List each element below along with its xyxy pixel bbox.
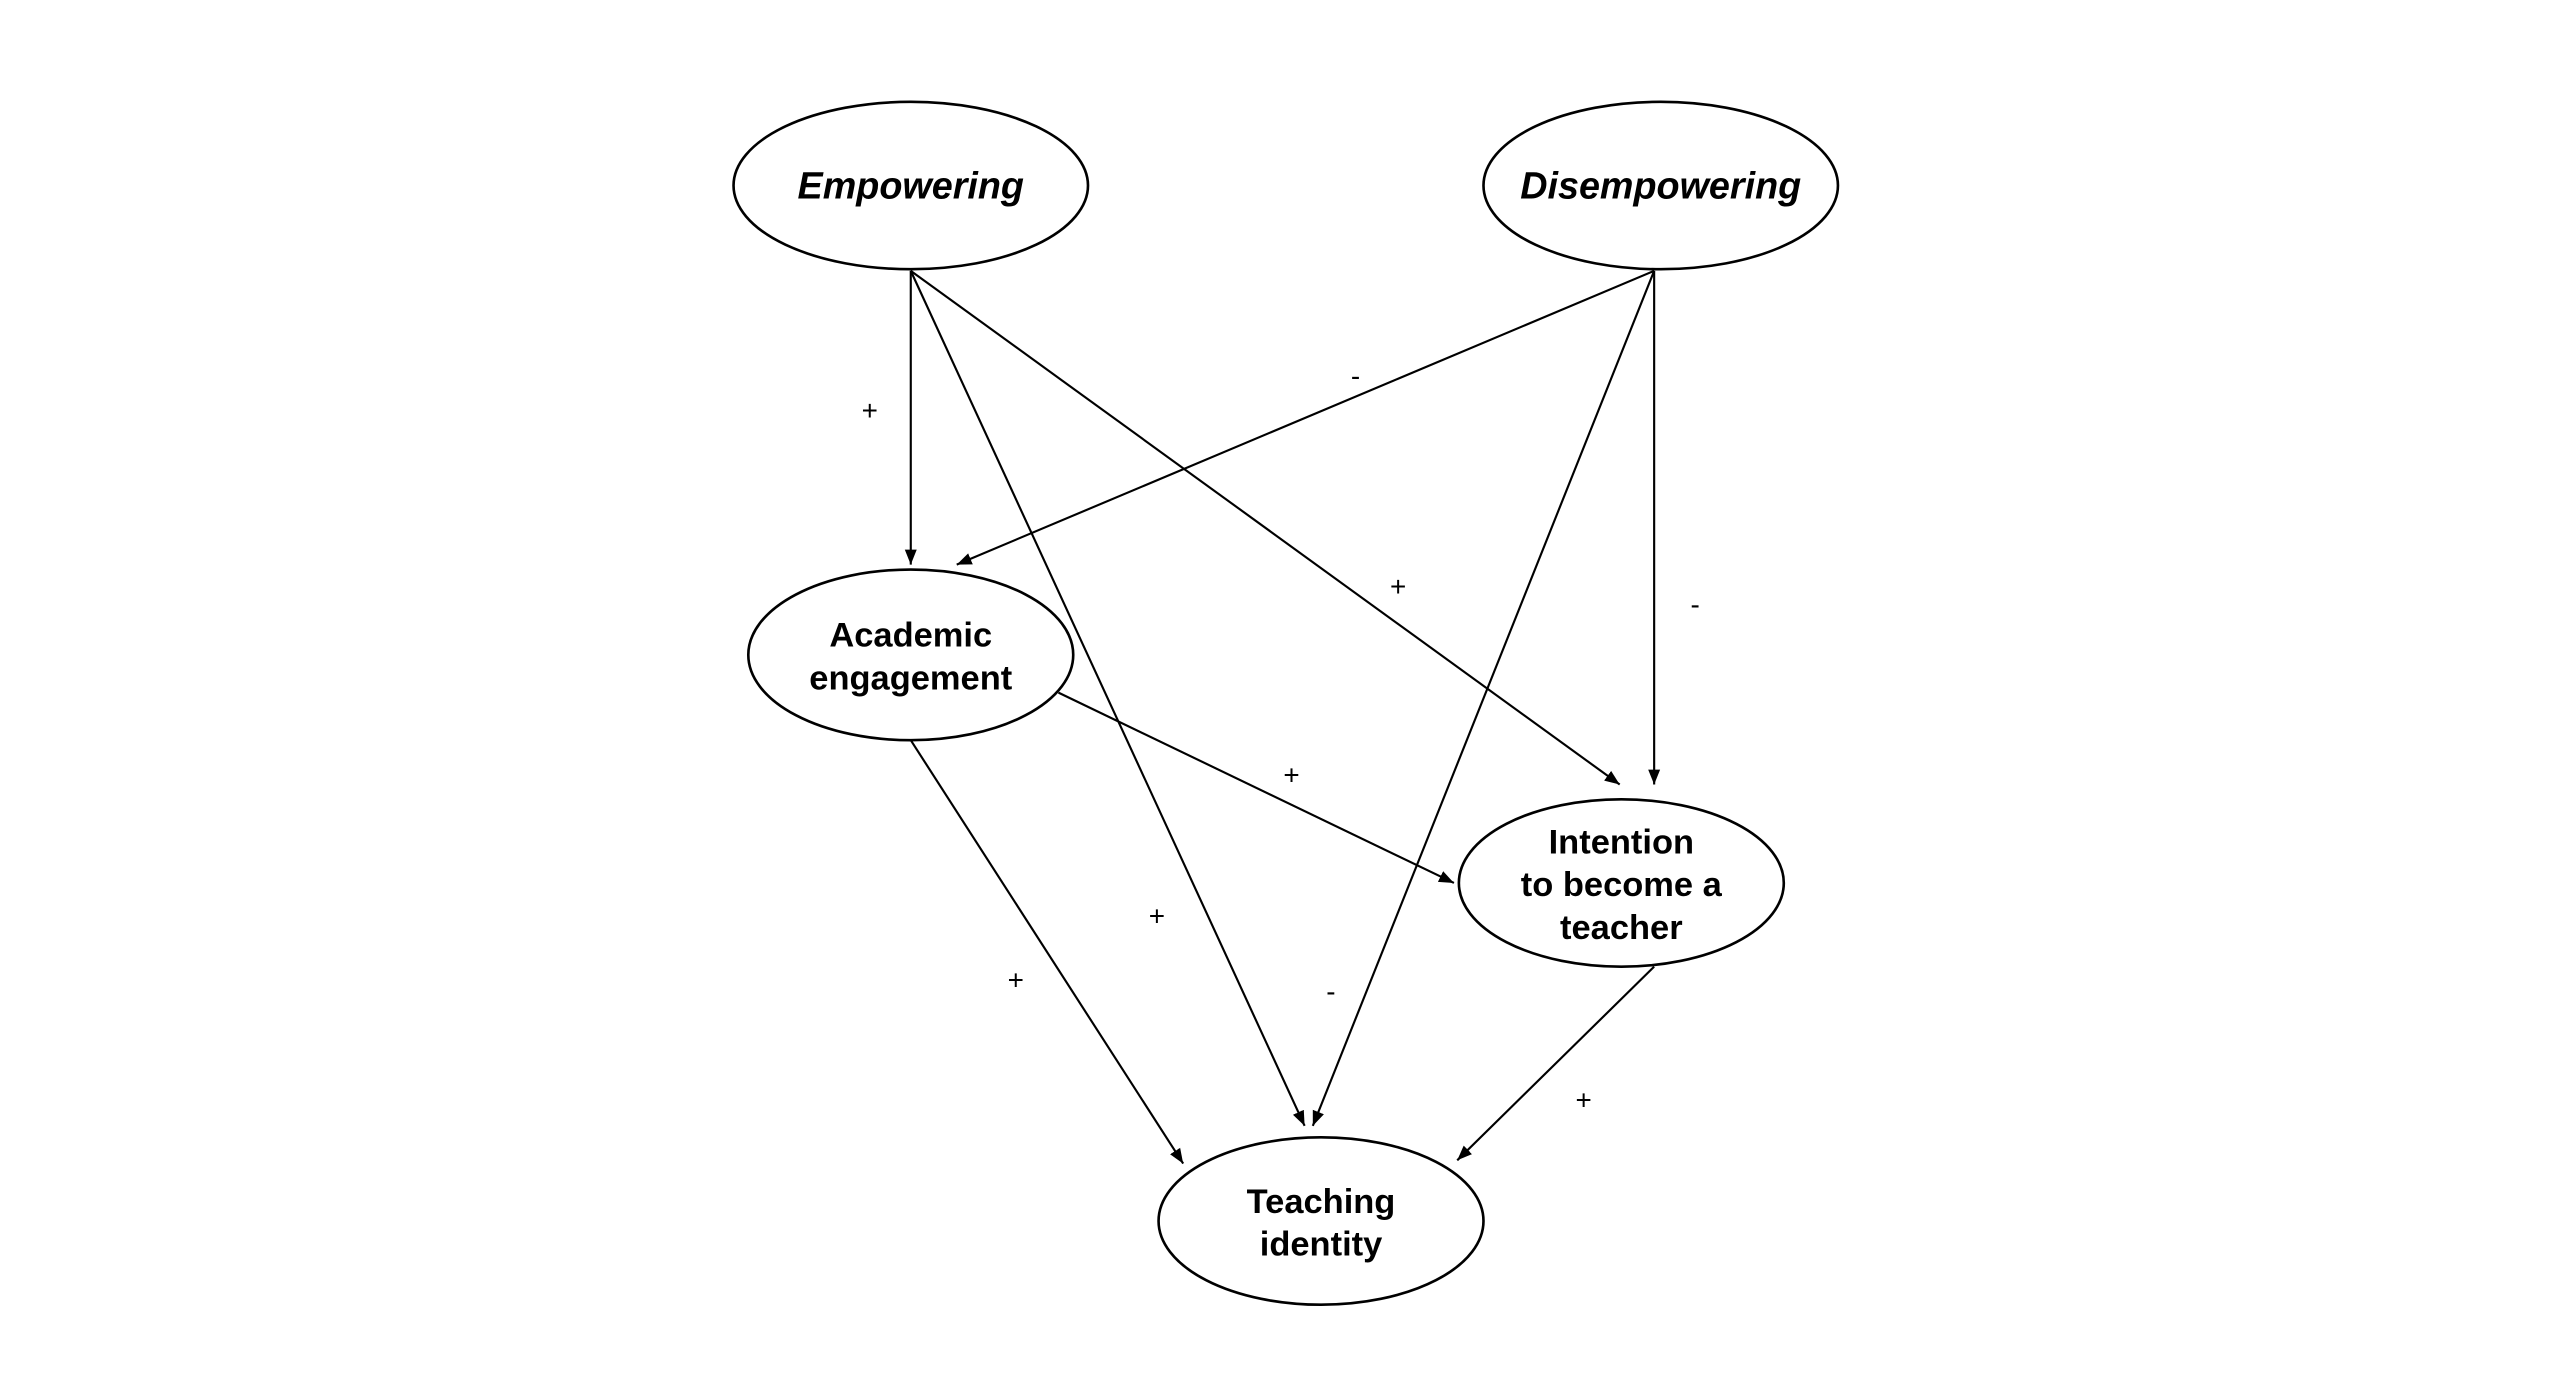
edge-sign-intention-to-identity: +: [1575, 1084, 1591, 1115]
node-ellipse-disempowering: [1482, 100, 1840, 271]
node-label-empowering: Empowering: [798, 165, 1024, 207]
signs-layer: + + + - - - + + +: [862, 361, 1700, 1116]
node-label-identity: Teaching: [1247, 1183, 1396, 1221]
edge-sign-disempowering-to-academic: -: [1351, 361, 1360, 392]
edge-academic-to-identity: [909, 739, 1185, 1165]
edge-academic-to-intention: [1057, 691, 1455, 884]
node-academic: Academic engagement: [746, 568, 1075, 742]
node-empowering: Empowering: [732, 100, 1090, 271]
edge-sign-empowering-to-identity: +: [1149, 901, 1165, 932]
edge-sign-academic-to-identity: +: [1008, 965, 1024, 996]
node-ellipse-empowering: [732, 100, 1090, 271]
node-label-identity: identity: [1260, 1225, 1383, 1263]
node-intention: Intention to become a teacher: [1457, 797, 1786, 968]
node-ellipse-academic: [746, 568, 1075, 742]
node-label-intention: to become a: [1521, 866, 1723, 904]
edge-disempowering-to-academic: [956, 269, 1655, 566]
edge-sign-empowering-to-intention: +: [1390, 571, 1406, 602]
node-label-disempowering: Disempowering: [1520, 165, 1801, 207]
edge-sign-disempowering-to-intention: -: [1691, 589, 1700, 620]
edge-empowering-to-intention: [910, 270, 1621, 786]
node-label-intention: teacher: [1560, 909, 1683, 947]
edge-empowering-to-identity: [909, 270, 1306, 1127]
node-disempowering: Disempowering: [1482, 100, 1840, 271]
node-label-academic: Academic: [829, 617, 992, 655]
node-label-intention: Intention: [1549, 823, 1694, 861]
node-identity: Teaching identity: [1157, 1136, 1485, 1307]
edge-intention-to-identity: [1456, 965, 1655, 1162]
node-ellipse-intention: [1457, 797, 1786, 968]
edges-layer: [904, 269, 1661, 1165]
node-ellipse-identity: [1157, 1136, 1485, 1307]
node-label-academic: engagement: [809, 659, 1012, 697]
edge-sign-academic-to-intention: +: [1283, 760, 1299, 791]
edge-sign-empowering-to-academic: +: [862, 395, 878, 426]
edge-sign-disempowering-to-identity: -: [1326, 976, 1335, 1007]
edge-disempowering-to-identity: [1311, 270, 1656, 1127]
